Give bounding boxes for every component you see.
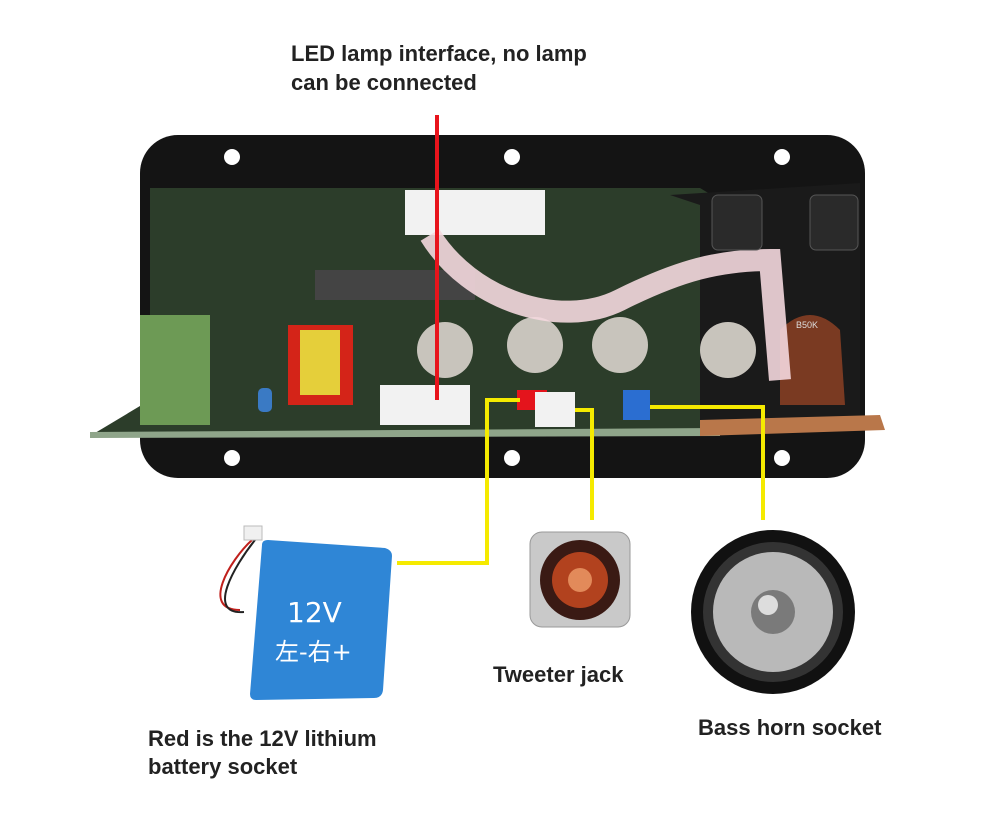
led-label-line1: LED lamp interface, no lamp [291, 41, 587, 66]
battery-label-line2: battery socket [148, 754, 298, 779]
led-label-line2: can be connected [291, 70, 477, 95]
pot-label: B50K [796, 320, 818, 330]
tweeter-socket [535, 392, 575, 427]
bass-socket [623, 390, 650, 420]
knob [417, 322, 473, 378]
battery-polarity: 左-右+ [275, 638, 352, 666]
amplifier-pcb [90, 188, 720, 436]
capacitor-bank [140, 315, 210, 425]
inductor [711, 194, 763, 251]
battery-connector-line [397, 398, 520, 565]
tweeter-connector-line [575, 408, 594, 520]
led-connector [405, 190, 545, 235]
heatsink [315, 270, 475, 300]
control-pcb-edge [700, 415, 885, 436]
battery-pack [250, 540, 392, 700]
pot-board [780, 315, 845, 405]
tweeter-speaker [529, 531, 631, 628]
pcb-edge [90, 428, 720, 438]
mounting-holes [224, 149, 790, 466]
blue-capacitor [258, 388, 272, 412]
battery-label-line1: Red is the 12V lithium [148, 726, 377, 751]
white-socket [380, 385, 470, 425]
tweeter-label: Tweeter jack [493, 662, 624, 687]
bass-label: Bass horn socket [698, 715, 882, 740]
bass-speaker [691, 530, 855, 694]
bass-connector-line [650, 405, 765, 520]
ribbon-cables [420, 228, 791, 381]
battery-voltage: 12V [287, 596, 342, 629]
